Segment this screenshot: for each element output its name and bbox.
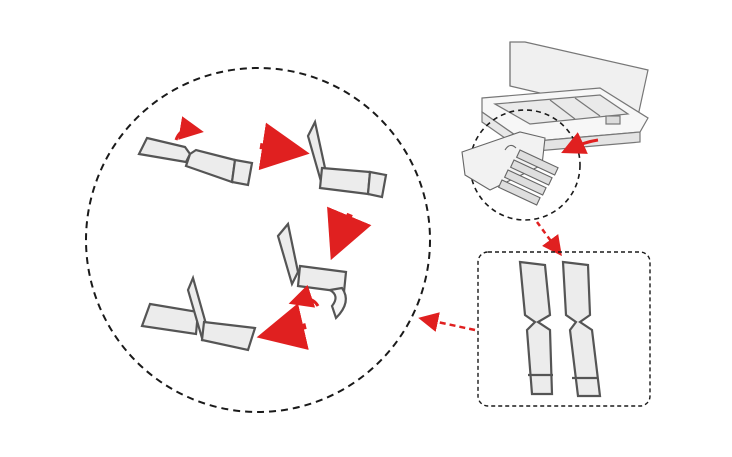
- red-arrow-icon: [174, 116, 204, 141]
- package-with-strips: [461, 131, 559, 206]
- red-arrow-icon: [288, 284, 320, 308]
- folding-strip-icon: [518, 260, 602, 398]
- red-arrow-icon: [561, 132, 599, 154]
- large-detail-circle: [85, 67, 431, 413]
- red-arrow-icon: [535, 221, 562, 257]
- product-box-icon: [481, 41, 649, 154]
- red-arrow-icon: [327, 206, 372, 261]
- strip-detail-box: [477, 251, 651, 407]
- red-arrow-icon: [258, 122, 310, 171]
- folding-strip-icon: [140, 274, 257, 352]
- folding-strip-icon: [137, 136, 254, 187]
- red-arrow-icon: [418, 312, 476, 332]
- folding-strip-icon: [306, 118, 388, 199]
- red-arrow-icon: [256, 303, 309, 350]
- folding-strip-icon: [276, 221, 348, 321]
